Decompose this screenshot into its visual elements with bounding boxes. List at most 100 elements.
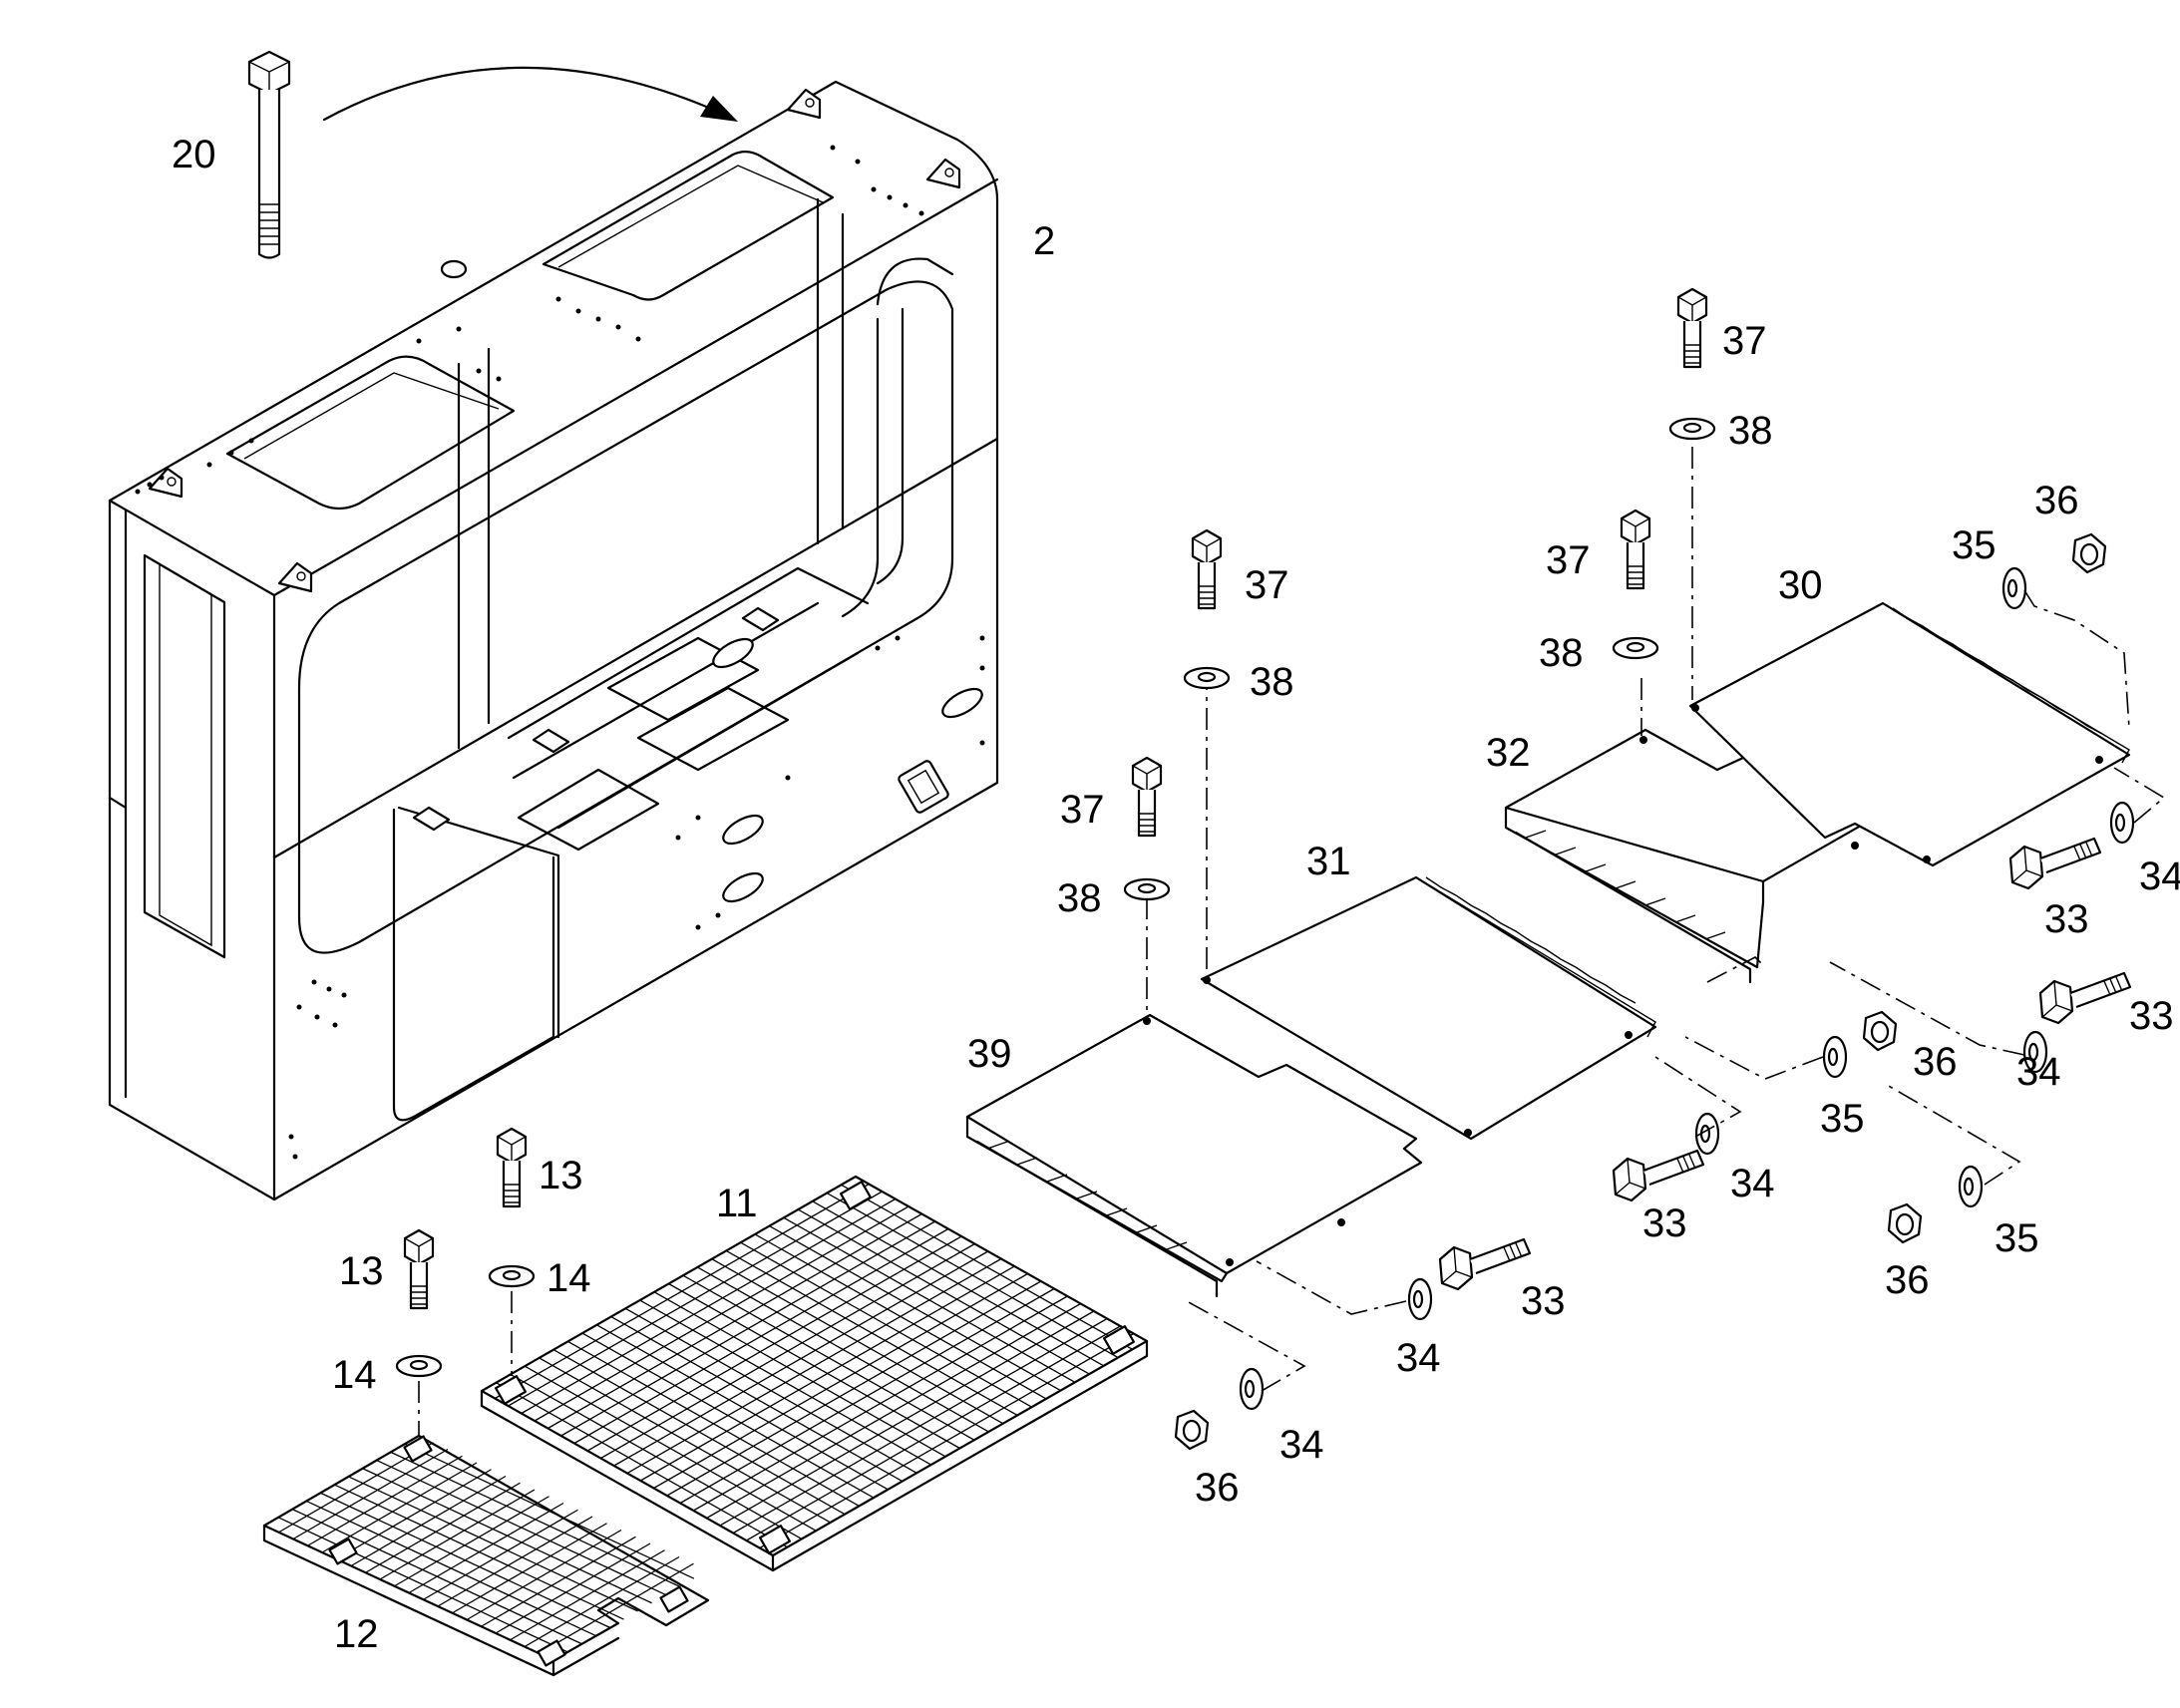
callout-38: 38 [1057,876,1102,920]
mesh-line [653,1272,1028,1490]
callout-38: 38 [1539,631,1584,675]
mesh-line [379,1489,536,1580]
mesh-line [639,1265,1015,1482]
mesh-line [495,1542,651,1634]
callout-31: 31 [1306,840,1351,883]
callout-34: 34 [1396,1336,1441,1380]
bolt-37-c [1620,509,1651,590]
callout-14: 14 [332,1353,377,1397]
mesh-line [350,1475,507,1567]
mesh-line [534,1205,909,1422]
callout-34: 34 [2139,854,2180,898]
mesh-line [394,1496,549,1587]
bolt-13-right [496,1127,528,1208]
callout-33: 33 [1642,1201,1687,1245]
mesh-line [560,1220,935,1437]
mesh-line [365,1482,521,1573]
mesh-line [693,1295,1068,1512]
callout-37: 37 [1245,563,1289,607]
mesh-line [573,1227,949,1445]
callout-11: 11 [716,1182,758,1225]
plate-39 [965,1013,1423,1298]
frame-assembly [108,80,999,1201]
mesh-line [586,1235,962,1452]
callout-36: 36 [2034,479,2079,522]
mesh-line [613,1250,989,1467]
mesh-line [278,1442,434,1534]
grating-12 [262,1434,710,1677]
callout-33: 33 [2044,897,2089,941]
mesh-line [452,1523,607,1614]
callout-36: 36 [1195,1466,1240,1510]
mesh-line [539,1562,694,1654]
mesh-line [292,1448,449,1540]
washer-14-left [395,1354,443,1378]
mesh-line [759,1332,1135,1549]
callout-36: 36 [1913,1040,1958,1084]
mesh-line [732,1317,1108,1535]
mesh-line [719,1310,1095,1527]
mesh-line [626,1257,1002,1475]
callout-33: 33 [1521,1279,1566,1323]
callout-34: 34 [2016,1050,2061,1094]
mesh-line [547,1212,922,1430]
mesh-line [524,1555,680,1648]
callout-33: 33 [2129,994,2174,1038]
washer-38-d [1668,417,1716,441]
callout-39: 39 [967,1032,1012,1076]
mesh-line [666,1280,1042,1497]
washer-38-c [1612,636,1659,660]
mesh-line [437,1516,593,1607]
mesh-line [706,1302,1081,1520]
mesh-line [408,1502,564,1594]
callout-20: 20 [172,133,216,176]
callout-32: 32 [1486,731,1531,775]
mesh-line [600,1242,975,1460]
mesh-line [746,1325,1121,1541]
mesh-line [466,1529,622,1621]
callout-37: 37 [1546,538,1591,582]
mesh-line [336,1469,492,1560]
grating-11 [480,1175,1149,1572]
callout-34: 34 [1730,1162,1775,1205]
callout-36: 36 [1885,1258,1930,1302]
callout-37: 37 [1060,788,1105,832]
mesh-line [679,1287,1055,1505]
side-hardware [1174,532,2166,1451]
bolt-37-a [1191,528,1223,610]
callout-13: 13 [539,1154,583,1197]
arrow-head [700,96,738,122]
callout-35: 35 [1820,1097,1865,1141]
bolt-37-b [1131,756,1163,838]
mesh-line [494,1183,870,1400]
mesh-line [423,1509,578,1600]
mesh-line [508,1191,883,1407]
callout-37: 37 [1722,319,1767,363]
mesh-line [481,1536,636,1627]
callout-labels: 20 2 37 38 36 35 30 37 38 37 38 32 37 38… [172,133,2180,1656]
plate-31 [1200,875,1657,1141]
callout-12: 12 [334,1612,379,1656]
callout-35: 35 [1995,1216,2039,1260]
bolt-13-left [403,1228,435,1310]
arrow-20-to-frame [322,66,720,122]
callout-34: 34 [1279,1423,1324,1467]
mesh-line [521,1197,897,1415]
bolt-37-d [1676,287,1708,369]
washer-38-a [1183,666,1231,690]
callout-13: 13 [339,1249,384,1293]
bolt-20 [247,50,291,259]
callout-35: 35 [1952,523,1997,567]
callout-38: 38 [1250,660,1294,704]
plate-30 [1688,601,2131,867]
mesh-line [510,1549,665,1641]
callout-30: 30 [1778,563,1823,607]
washer-38-b [1123,877,1171,901]
callout-2: 2 [1033,219,1055,263]
callout-14: 14 [546,1256,591,1300]
washer-14-right [488,1264,536,1288]
mesh-line [307,1455,463,1546]
callout-38: 38 [1728,409,1773,453]
mesh-line [321,1462,478,1553]
